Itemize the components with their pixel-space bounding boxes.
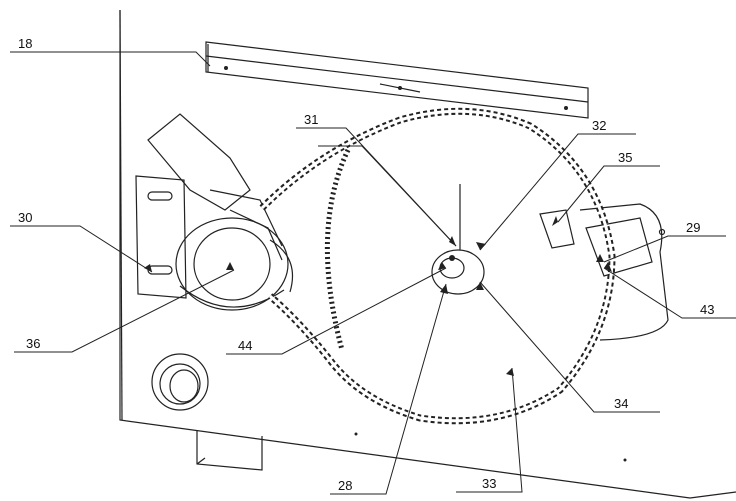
arrowheads — [144, 216, 612, 376]
label-28: 28 — [338, 478, 352, 493]
label-31: 31 — [304, 112, 318, 127]
label-36: 36 — [26, 336, 40, 351]
sprocket-teeth — [324, 148, 351, 351]
cylinder-port — [151, 353, 209, 411]
label-33: 33 — [482, 476, 496, 491]
part-labels: 18 31 32 35 30 29 43 36 44 34 28 33 — [18, 36, 714, 493]
label-43: 43 — [700, 302, 714, 317]
label-34: 34 — [614, 396, 628, 411]
base-plate — [119, 9, 736, 499]
chain — [259, 107, 616, 425]
label-32: 32 — [592, 118, 606, 133]
label-35: 35 — [618, 150, 632, 165]
label-29: 29 — [686, 220, 700, 235]
label-18: 18 — [18, 36, 32, 51]
hub — [431, 184, 485, 295]
label-44: 44 — [238, 338, 252, 353]
motor-mount-plate — [135, 175, 187, 299]
label-30: 30 — [18, 210, 32, 225]
top-rail — [205, 41, 589, 119]
gearbox-housing — [147, 113, 294, 311]
leader-lines — [10, 51, 736, 495]
foot-block — [196, 430, 263, 471]
